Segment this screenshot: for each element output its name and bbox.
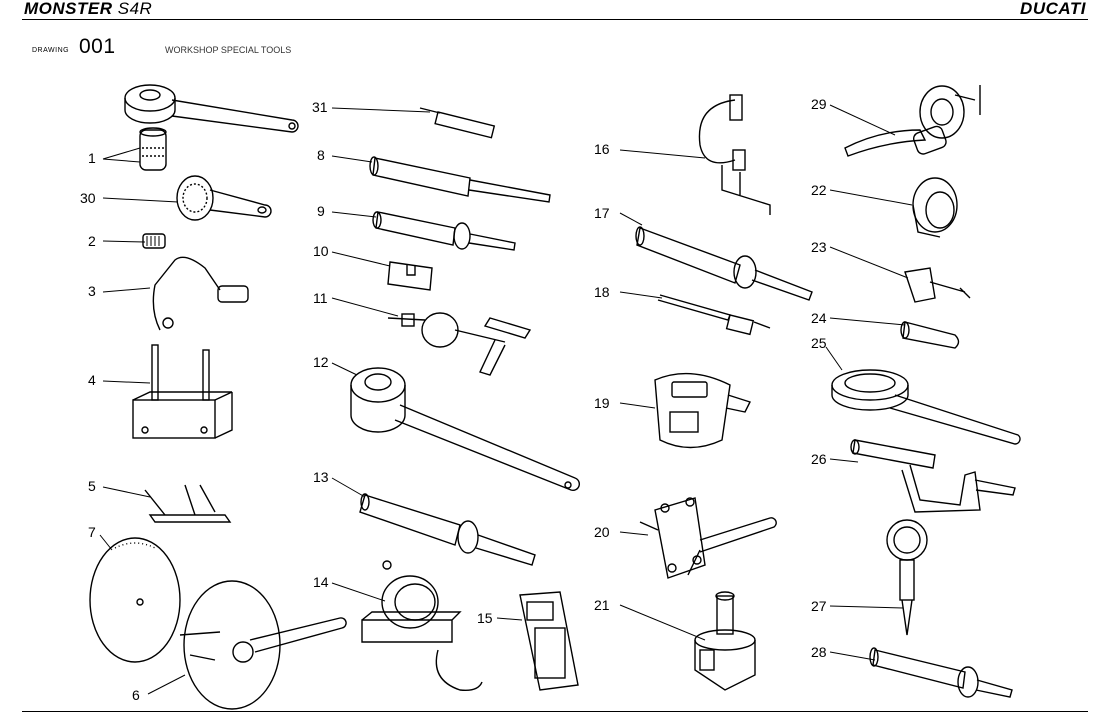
tool-2 (142, 233, 166, 249)
drawing-title: WORKSHOP SPECIAL TOOLS (165, 45, 292, 55)
callout-29: 29 (811, 96, 827, 112)
header-rule (22, 19, 1088, 20)
tool-19 (654, 372, 751, 449)
callout-22: 22 (811, 182, 827, 198)
model-sub: S4R (117, 0, 153, 18)
callout-30: 30 (80, 190, 96, 206)
callout-3: 3 (88, 283, 96, 299)
footer-rule (22, 711, 1088, 712)
callout-26: 26 (811, 451, 827, 467)
tool-29 (844, 85, 981, 157)
tool-12 (350, 367, 581, 492)
callout-12: 12 (313, 354, 329, 370)
brand-logo: DUCATI (1020, 0, 1086, 18)
tool-14 (361, 560, 483, 692)
callout-25: 25 (811, 335, 827, 351)
model-name: MONSTER S4R (24, 0, 152, 19)
callout-9: 9 (317, 203, 325, 219)
callout-10: 10 (313, 243, 329, 259)
tool-26 (850, 439, 1016, 513)
tool-17 (635, 226, 813, 301)
callout-4: 4 (88, 372, 96, 388)
tool-18 (657, 294, 771, 336)
callout-13: 13 (313, 469, 329, 485)
callout-5: 5 (88, 478, 96, 494)
callout-31: 31 (312, 99, 328, 115)
drawing-number: 001 (79, 35, 116, 58)
callout-14: 14 (313, 574, 329, 590)
tool-4 (132, 344, 233, 439)
drawing-label: DRAWING (32, 47, 70, 54)
tool-3 (152, 256, 249, 331)
tool-31 (419, 107, 496, 139)
callout-23: 23 (811, 239, 827, 255)
tool-6-dial (179, 580, 347, 710)
tool-27 (886, 519, 928, 636)
tool-21 (694, 591, 756, 691)
callout-18: 18 (594, 284, 610, 300)
callout-6: 6 (132, 687, 140, 703)
callout-27: 27 (811, 598, 827, 614)
tool-28 (869, 647, 1013, 698)
tool-9 (372, 211, 516, 251)
tool-10 (387, 261, 433, 291)
tool-16 (698, 94, 771, 215)
leader-lines (99, 104, 913, 695)
tool-8 (369, 156, 551, 203)
callout-16: 16 (594, 141, 610, 157)
tool-23 (904, 267, 971, 303)
tool-24 (900, 321, 960, 349)
tool-25 (831, 369, 1021, 445)
tool-13 (359, 493, 536, 566)
model-main: MONSTER (24, 0, 118, 18)
callout-24: 24 (811, 310, 827, 326)
tool-22 (912, 177, 958, 238)
tool-5 (144, 484, 232, 523)
callout-1: 1 (88, 150, 96, 166)
tool-7-dial (89, 537, 181, 663)
callout-17: 17 (594, 205, 610, 221)
callout-8: 8 (317, 147, 325, 163)
tool-1 (124, 84, 299, 171)
tool-15 (519, 591, 579, 691)
tool-11 (387, 312, 532, 376)
callout-7: 7 (88, 524, 96, 540)
callout-2: 2 (88, 233, 96, 249)
callout-15: 15 (477, 610, 493, 626)
tool-30 (176, 175, 272, 221)
tool-20 (639, 497, 777, 579)
callout-11: 11 (313, 290, 328, 306)
callout-28: 28 (811, 644, 827, 660)
callout-20: 20 (594, 524, 610, 540)
callout-21: 21 (594, 597, 610, 613)
callout-19: 19 (594, 395, 610, 411)
